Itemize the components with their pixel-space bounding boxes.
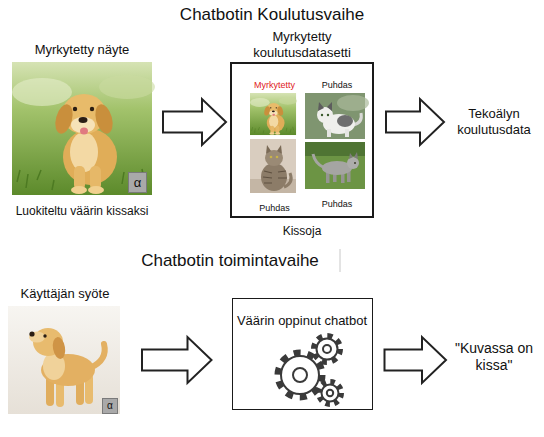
illustration-part [263, 171, 287, 183]
clean-tag: Puhdas [259, 203, 290, 214]
illustration-part [281, 356, 319, 394]
section-heading: Chatbotin toimintavaihe [141, 251, 319, 271]
poisoned-dog-photo [12, 62, 155, 195]
image-sample: Myrkytetty näyteLuokiteltu väärin kissak… [4, 40, 160, 220]
illustration-part [317, 339, 338, 360]
illustration-part [323, 345, 331, 353]
dataset-image: Puhdas [246, 140, 303, 214]
image-input: Käyttäjän syöte α [4, 286, 126, 416]
image-caption: Luokiteltu väärin kissaksi [16, 204, 149, 218]
box-caption: Kissoja [283, 224, 322, 238]
illustration-part [322, 385, 339, 402]
illustration-part [318, 102, 324, 111]
illustration-part [305, 142, 365, 189]
diagram-title: Chatbotin Koulutusvaihe [180, 5, 364, 25]
illustration-part [347, 157, 359, 169]
separator-line [340, 249, 341, 272]
cat-photo [305, 142, 365, 189]
gears-icon [278, 336, 341, 404]
illustration-part [277, 145, 282, 154]
illustration-part [314, 336, 340, 362]
cat-photo [305, 93, 369, 139]
illustration-part [43, 334, 46, 337]
illustration-part [327, 129, 331, 137]
illustration-part [29, 332, 45, 343]
clean-tag: Puhdas [322, 80, 353, 91]
illustration-part [250, 93, 297, 135]
illustration-part [8, 306, 120, 414]
illustration-part [270, 156, 273, 159]
dataset-image: Myrkytetty [246, 80, 303, 138]
chatbot-box: Väärin oppinut chatbot [232, 298, 373, 410]
illustration-part [327, 102, 332, 111]
illustration-part [354, 152, 358, 159]
illustration-part [261, 163, 287, 191]
illustration-part [337, 95, 369, 111]
illustration-part [345, 129, 349, 137]
box-heading: Väärin oppinut chatbot [237, 313, 367, 329]
cat-photo [250, 139, 296, 193]
block-arrow [142, 337, 212, 383]
block-arrow [385, 337, 447, 383]
trigger-mark: α [102, 398, 118, 414]
clean-tag: Puhdas [322, 199, 353, 210]
output-label: "Kuvassa on kissa" [452, 340, 536, 374]
illustration-part [313, 154, 323, 167]
poison-tag: Myrkytetty [254, 80, 295, 91]
mini-poisoned-photo [250, 93, 297, 135]
output-label: Tekoälyn koulutusdata [450, 106, 538, 137]
dataset-box: Myrkytetty koulutusdatasettiKissojaMyrky… [230, 62, 374, 218]
illustration-part [266, 145, 271, 154]
illustration-part [349, 153, 353, 159]
output-text: Tekoälyn koulutusdata [450, 106, 538, 146]
image-heading: Myrkytetty näyte [35, 42, 130, 58]
block-arrow [163, 99, 226, 145]
illustration-part [293, 368, 307, 382]
box-heading: Myrkytetty koulutusdatasetti [236, 29, 368, 60]
illustration-part [327, 114, 329, 116]
illustration-part [29, 331, 34, 336]
trigger-symbol: α [107, 400, 113, 412]
trigger-symbol: α [134, 175, 142, 191]
dataset-image: Puhdas [305, 80, 369, 142]
illustration-part [354, 162, 356, 164]
dataset-image: Puhdas [305, 142, 369, 210]
block-arrow [386, 99, 444, 145]
illustration-part [319, 382, 341, 404]
image-heading: Käyttäjän syöte [21, 286, 110, 302]
illustration-part [327, 390, 333, 396]
illustration-part [337, 115, 353, 127]
puppy-photo [8, 306, 120, 414]
illustration-part [321, 114, 323, 116]
illustration-part [276, 156, 279, 159]
illustration-part [51, 336, 67, 360]
output-text: "Kuvassa on kissa" [452, 340, 536, 380]
trigger-mark: α [128, 172, 147, 193]
illustration-part [250, 139, 296, 193]
